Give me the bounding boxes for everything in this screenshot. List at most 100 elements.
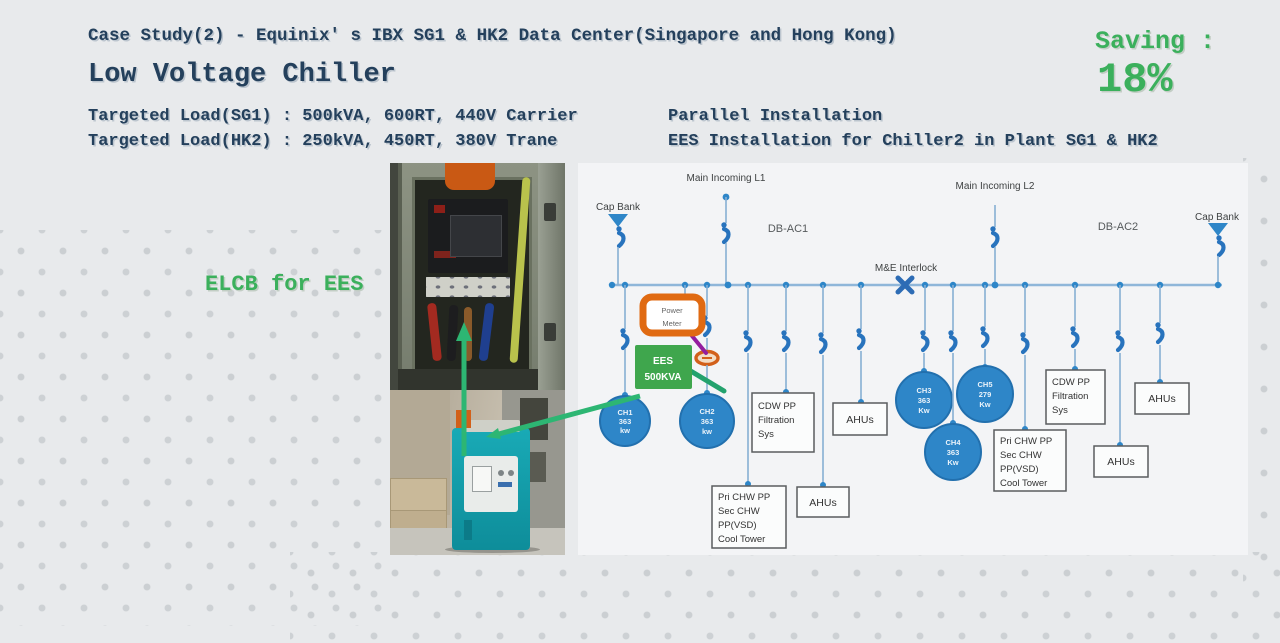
chiller-ch4 [924,423,982,481]
targeted-load-hk2: Targeted Load(HK2) : 250kVA, 450RT, 380V… [88,132,558,151]
svg-text:Sec CHW: Sec CHW [1000,450,1042,461]
svg-text:CDW PP: CDW PP [1052,377,1090,388]
feeder-cdw-right: CDW PP Filtration Sys [1045,285,1106,425]
ees-label-1: EES [653,356,673,367]
feeder-ch4: CH4 363 Kw [924,285,982,481]
cap-bank-left-breaker-icon [616,226,623,246]
svg-text:AHUs: AHUs [1148,393,1175,405]
device-indicator [498,482,512,487]
ees-ch2-link [686,367,727,394]
ees-label-2: 500KVA [644,372,681,383]
load-box-pri-right [993,429,1067,492]
note-parallel-installation: Parallel Installation [668,107,883,126]
me-interlock-icon [895,275,915,295]
svg-text:Sys: Sys [1052,405,1068,416]
svg-text:AHUs: AHUs [846,414,873,426]
svg-text:CH3: CH3 [916,386,931,395]
svg-text:PP(VSD): PP(VSD) [718,520,757,531]
device-display [472,466,492,492]
device-button-2 [508,470,514,476]
device-front-panel [464,456,518,512]
load-box-ahus-right-upper [1134,382,1190,415]
feeder-ch5: CH5 279 Kw [956,285,1014,423]
load-box-ahus-left-lower [796,486,850,518]
label-main-incoming-l1: Main Incoming L1 [687,173,766,184]
chiller-ch2 [679,393,735,449]
feeder-ahus-left-lower: AHUs [796,285,850,518]
load-box-pri-left [711,485,787,549]
svg-text:kw: kw [620,426,630,435]
svg-text:CH2: CH2 [699,407,714,416]
single-line-diagram: Main Incoming L1 Main Incoming L2 DB-AC1… [596,173,1240,549]
dot-pattern-right [1243,158,1280,588]
chiller-ch3 [895,371,953,429]
saving-value: 18% [1097,56,1173,104]
feeder-ahus-right-upper: AHUs [1134,285,1190,415]
ees-box [635,345,692,389]
cabinet-door [538,163,565,390]
power-meter-label-1: Power [661,306,683,315]
load-box-ahus-left-upper [832,402,888,436]
device-orange-part [456,410,471,428]
svg-text:kw: kw [702,427,712,436]
feeder-pri-right: Pri CHW PP Sec CHW PP(VSD) Cool Tower [993,285,1067,492]
feeder-ch3: CH3 363 Kw [895,285,953,429]
ees-device-photo [390,390,565,555]
feeder-ahus-left-upper: AHUs [832,285,888,436]
carton-box-top [390,478,447,512]
svg-text:Kw: Kw [947,458,958,467]
svg-text:Pri CHW PP: Pri CHW PP [1000,436,1052,447]
targeted-load-sg1: Targeted Load(SG1) : 500kVA, 600RT, 440V… [88,107,578,126]
case-study-kicker: Case Study(2) - Equinix' s IBX SG1 & HK2… [88,26,897,46]
load-box-ahus-right-lower [1093,445,1149,478]
svg-text:363: 363 [619,417,632,426]
incoming-l1-breaker-icon [721,222,728,242]
saving-label: Saving : [1095,27,1216,56]
svg-text:363: 363 [918,396,931,405]
cabinet-bottom [398,369,538,390]
svg-text:AHUs: AHUs [809,497,836,509]
svg-text:Sec CHW: Sec CHW [718,506,760,517]
dot-pattern-bottom [290,552,1280,643]
note-ees-installation: EES Installation for Chiller2 in Plant S… [668,132,1158,151]
svg-text:279: 279 [979,390,992,399]
label-cap-bank-right: Cap Bank [1195,212,1240,223]
svg-text:AHUs: AHUs [1107,456,1134,468]
svg-text:Cool Tower: Cool Tower [1000,478,1047,489]
label-main-incoming-l2: Main Incoming L2 [956,181,1035,192]
svg-text:Sys: Sys [758,429,774,440]
orange-cable [445,163,495,190]
terminal-strip [426,277,510,297]
incoming-l2-breaker-icon [990,226,997,246]
svg-text:Cool Tower: Cool Tower [718,534,765,545]
chiller-ch5 [956,365,1014,423]
page-title: Low Voltage Chiller [88,60,396,90]
breaker-panel [450,215,502,257]
label-db-ac2: DB-AC2 [1098,221,1138,233]
load-box-cdw-right [1045,369,1106,425]
device-vent [464,520,472,540]
breaker-red-mark2 [434,251,456,258]
door-hinge-bottom [544,323,556,341]
ees-device [452,410,530,550]
feeder-ch2: CH2 363 kw [679,285,735,449]
wire-copper [464,307,472,361]
svg-text:Filtration: Filtration [758,415,794,426]
elcb-cabinet-photo [390,163,565,390]
feeder-ahus-right-lower: AHUs [1093,285,1149,478]
load-box-cdw-left [751,392,815,453]
elcb-callout: ELCB for EES [205,272,364,297]
label-cap-bank-left: Cap Bank [596,202,641,213]
door-hinge-top [544,203,556,221]
device-button-1 [498,470,504,476]
svg-text:PP(VSD): PP(VSD) [1000,464,1039,475]
cap-bank-right-icon [1208,223,1228,236]
svg-text:Kw: Kw [918,406,929,415]
label-me-interlock: M&E Interlock [875,263,938,274]
svg-text:CH5: CH5 [977,380,992,389]
cap-bank-left-icon [608,214,628,227]
svg-text:Kw: Kw [979,400,990,409]
feeder-pri-left: Pri CHW PP Sec CHW PP(VSD) Cool Tower [711,285,787,549]
label-db-ac1: DB-AC1 [768,223,808,235]
breaker-red-mark [434,205,445,213]
